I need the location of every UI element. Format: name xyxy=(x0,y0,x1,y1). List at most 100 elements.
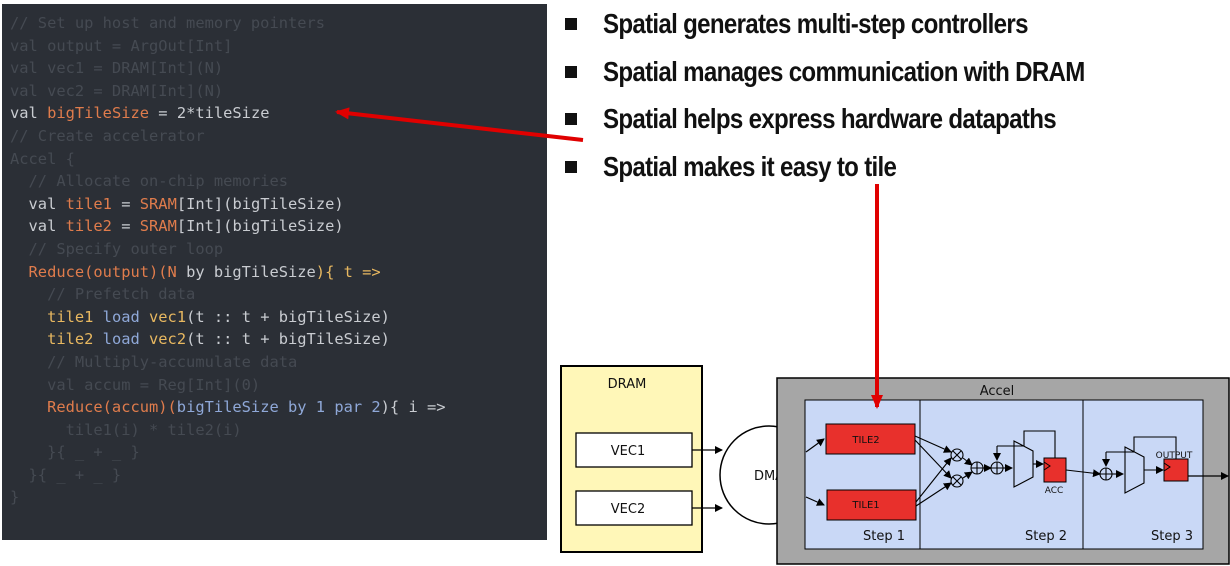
bullet-square-icon xyxy=(565,160,577,173)
code-token: load xyxy=(93,307,150,326)
red-arrow-to-code xyxy=(335,107,584,142)
code-token: bigTileSize by 1 par 2 xyxy=(176,398,381,417)
code-token: (t :: t + bigTileSize) xyxy=(186,330,390,349)
code-token: SRAM xyxy=(139,194,177,213)
tile2-box xyxy=(825,423,916,455)
dram-label: DRAM xyxy=(608,377,647,392)
code-line: Reduce(accum)(bigTileSize by 1 par 2){ i… xyxy=(10,396,446,419)
multiplier-icons xyxy=(914,435,973,507)
output-label: OUTPUT xyxy=(1156,451,1193,461)
vec2-label: VEC2 xyxy=(611,502,645,517)
code-token: }{ _ + _ } xyxy=(10,465,122,484)
tile2-label: TILE2 xyxy=(851,435,879,446)
dma-to-tile1-arrow xyxy=(805,496,825,506)
code-line: val accum = Reg[Int](0) xyxy=(10,374,446,397)
bullet-square-icon xyxy=(565,17,577,30)
code-token: Reduce(accum)( xyxy=(10,398,177,417)
code-token: = xyxy=(111,217,140,236)
code-token: = xyxy=(111,194,140,213)
accel-label: Accel xyxy=(980,384,1015,399)
code-line: } xyxy=(10,486,446,509)
bullet-text: Spatial generates multi-step controllers xyxy=(603,7,1028,39)
code-line: // Multiply-accumulate data xyxy=(10,351,446,374)
code-token: vec1 xyxy=(149,307,187,326)
code-line: // Specify outer loop xyxy=(10,238,446,261)
acc-clock-icon xyxy=(1043,461,1051,471)
code-token: load xyxy=(93,330,150,349)
code-token: // Specify outer loop xyxy=(10,239,224,258)
step3-label: Step 3 xyxy=(1151,529,1193,544)
bullet-square-icon xyxy=(565,113,577,126)
code-token: // Prefetch data xyxy=(10,285,196,304)
code-token: val vec1 = DRAM[Int](N) xyxy=(10,59,224,78)
code-token: by bigTileSize xyxy=(176,262,316,281)
bullet-text: Spatial manages communication with DRAM xyxy=(603,55,1085,87)
code-line: val bigTileSize = 2*tileSize xyxy=(10,102,446,125)
code-line: val output = ArgOut[Int] xyxy=(10,35,446,58)
code-token: SRAM xyxy=(139,217,177,236)
bullet-item: Spatial generates multi-step controllers xyxy=(565,0,1163,48)
code-token: val accum = Reg[Int](0) xyxy=(10,375,261,394)
code-line: val vec1 = DRAM[Int](N) xyxy=(10,57,446,80)
code-token: tile2 xyxy=(10,330,94,349)
bullet-item: Spatial manages communication with DRAM xyxy=(565,48,1163,96)
adder-icons-step3 xyxy=(1065,436,1177,494)
tile1-box xyxy=(826,489,917,521)
code-line: tile1(i) * tile2(i) xyxy=(10,419,446,442)
bullet-text: Spatial makes it easy to tile xyxy=(603,150,897,182)
code-line: }{ _ + _ } xyxy=(10,441,446,464)
dma-to-tile2-arrow xyxy=(805,438,825,453)
code-line: }{ _ + _ } xyxy=(10,464,446,487)
code-token: tile1 xyxy=(65,194,112,213)
adder-icons-step2 xyxy=(970,430,1056,488)
bullet-item: Spatial helps express hardware datapaths xyxy=(565,95,1163,143)
code-panel: // Set up host and memory pointers val ou… xyxy=(2,4,547,540)
code-token: vec2 xyxy=(149,330,187,349)
code-line: val tile2 = SRAM[Int](bigTileSize) xyxy=(10,215,446,238)
bullet-list: Spatial generates multi-step controllers… xyxy=(565,0,1163,191)
output-register xyxy=(1163,458,1189,482)
code-token: (t :: t + bigTileSize) xyxy=(186,307,390,326)
code-token: Accel { xyxy=(10,149,75,168)
bullet-square-icon xyxy=(565,65,577,78)
vec2-box xyxy=(575,490,693,526)
step1-label: Step 1 xyxy=(863,529,905,544)
code-line: // Set up host and memory pointers xyxy=(10,12,446,35)
code-line: // Create accelerator xyxy=(10,125,446,148)
code-token: val xyxy=(10,217,66,236)
code-token: val vec2 = DRAM[Int](N) xyxy=(10,81,224,100)
output-clock-icon xyxy=(1163,462,1171,472)
code-token: [Int](bigTileSize) xyxy=(176,194,344,213)
code-line: // Allocate on-chip memories xyxy=(10,170,446,193)
code-token: // Allocate on-chip memories xyxy=(10,172,288,191)
code-token: } xyxy=(10,488,20,507)
code-line: Reduce(output)(N by bigTileSize){ t => xyxy=(10,261,446,284)
code-token: tile1(i) * tile2(i) xyxy=(10,420,242,439)
code-line: val vec2 = DRAM[Int](N) xyxy=(10,80,446,103)
code-token: // Set up host and memory pointers xyxy=(10,14,326,32)
code-token: // Create accelerator xyxy=(10,126,205,145)
step2-label: Step 2 xyxy=(1025,529,1067,544)
code-token: ){ i => xyxy=(380,398,446,417)
code-token: ){ t => xyxy=(315,262,381,281)
code-token: }{ _ + _ } xyxy=(10,443,140,462)
code-token: [Int](bigTileSize) xyxy=(176,217,344,236)
acc-label: ACC xyxy=(1045,486,1064,496)
code-line: tile1 load vec1(t :: t + bigTileSize) xyxy=(10,306,446,329)
code-token: val output = ArgOut[Int] xyxy=(10,36,233,55)
code-line: Accel { xyxy=(10,148,446,171)
code-token: bigTileSize xyxy=(47,104,150,123)
bullet-text: Spatial helps express hardware datapaths xyxy=(603,103,1057,135)
code-token: Reduce(output)(N xyxy=(10,262,177,281)
acc-register xyxy=(1043,457,1067,483)
code-token: = 2*tileSize xyxy=(149,104,270,123)
code-token: tile2 xyxy=(65,217,112,236)
bullet-item: Spatial makes it easy to tile xyxy=(565,143,1163,191)
vec1-label: VEC1 xyxy=(611,444,645,459)
code-token: val xyxy=(10,194,66,213)
code-token: val xyxy=(10,104,48,123)
code-listing: // Set up host and memory pointers val ou… xyxy=(10,12,446,509)
code-line: // Prefetch data xyxy=(10,283,446,306)
tile1-label: TILE1 xyxy=(851,500,879,511)
